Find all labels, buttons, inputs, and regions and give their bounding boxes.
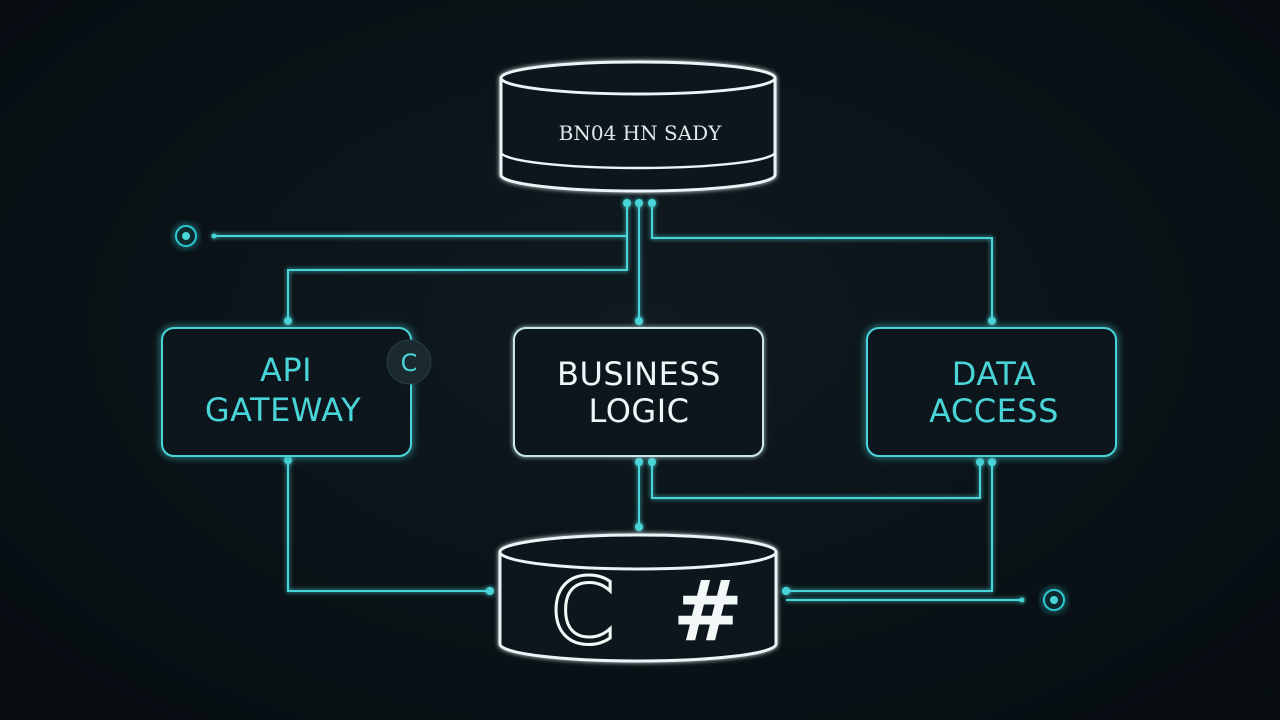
csharp-c-glyph: C	[551, 558, 615, 665]
dot	[486, 587, 494, 595]
dot	[623, 199, 631, 207]
dot	[988, 317, 996, 325]
dot	[211, 233, 217, 239]
api-gateway-line1: API	[260, 351, 312, 389]
data-access-line2: ACCESS	[929, 392, 1059, 430]
dot	[284, 456, 292, 464]
dot	[284, 317, 292, 325]
api-gateway-badge-letter: C	[401, 349, 418, 377]
endpoint-right	[1043, 589, 1065, 611]
dot	[635, 317, 643, 325]
connector-business-to-data-access	[651, 462, 981, 499]
connection-dots	[211, 199, 1025, 603]
bottom-database	[498, 533, 778, 663]
dot	[976, 458, 984, 466]
dot	[635, 523, 643, 531]
business-logic-line1: BUSINESS	[557, 355, 721, 393]
connector-data-access-to-bottom	[786, 462, 993, 592]
csharp-hash-glyph: #	[673, 562, 743, 660]
dot	[648, 458, 656, 466]
dot	[635, 458, 643, 466]
connector-top-to-data-access	[651, 203, 993, 321]
api-gateway-line2: GATEWAY	[205, 391, 361, 429]
connector-top-to-api-gateway	[287, 236, 628, 321]
dot	[988, 458, 996, 466]
top-database-label: BN04 HN SADY	[559, 121, 722, 145]
data-access-box[interactable]: DATA ACCESS	[866, 327, 1117, 457]
dot	[635, 199, 643, 207]
connector-top-to-left-endpoint	[214, 203, 628, 237]
top-database	[499, 60, 777, 193]
dot	[782, 587, 790, 595]
connector-api-gateway-to-bottom	[287, 460, 490, 592]
dot	[648, 199, 656, 207]
business-logic-box[interactable]: BUSINESS LOGIC	[513, 327, 764, 457]
business-logic-line2: LOGIC	[589, 392, 690, 430]
api-gateway-box[interactable]: API GATEWAY	[161, 327, 412, 457]
endpoint-left	[175, 225, 197, 247]
dot	[1019, 597, 1025, 603]
connectors	[214, 203, 1022, 601]
api-gateway-badge: C	[386, 339, 432, 385]
data-access-line1: DATA	[952, 355, 1036, 393]
